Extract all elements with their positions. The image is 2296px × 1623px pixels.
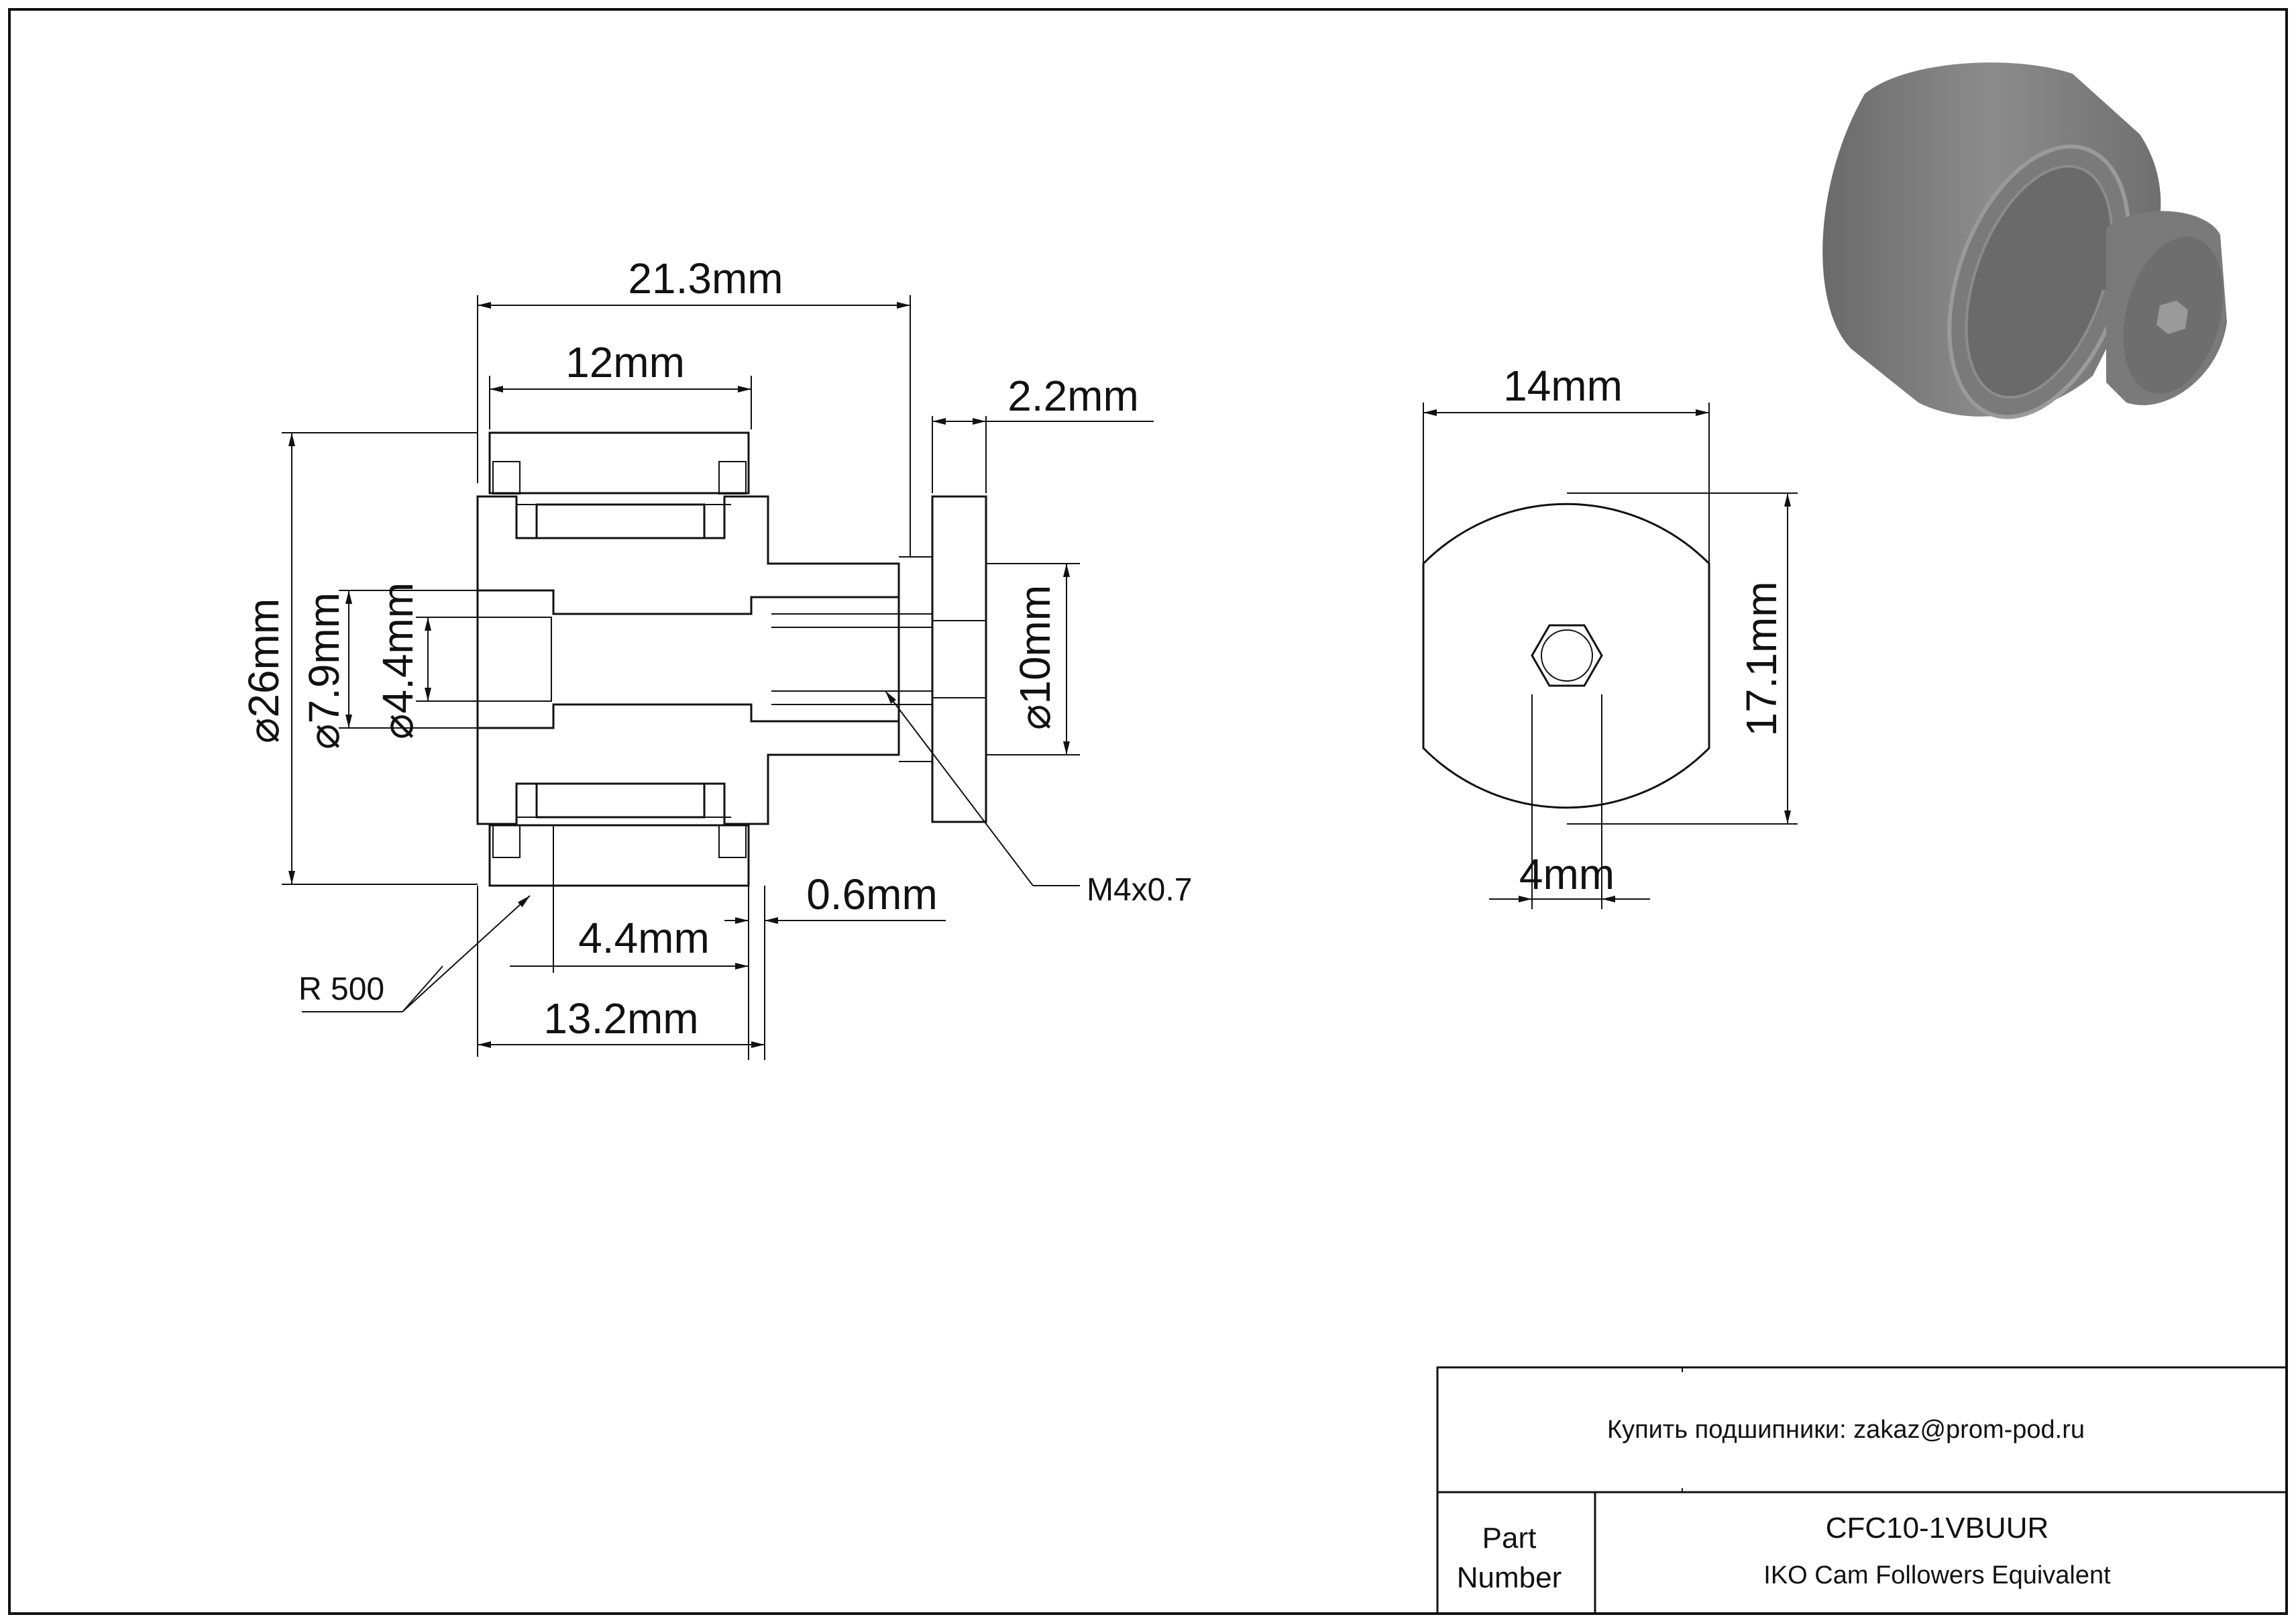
- diameter-symbol: ⌀: [1011, 704, 1059, 731]
- hex-socket-bore: [1541, 629, 1593, 682]
- outer-diameter-value: 26mm: [239, 598, 288, 718]
- stud-shank: [478, 589, 899, 729]
- dim-flat-width: 14mm: [1503, 362, 1623, 410]
- dim-gap: 0.6mm: [806, 870, 938, 919]
- outer-ring-top-section: [488, 431, 750, 494]
- dim-end-height: 17.1mm: [1737, 581, 1786, 736]
- needle-roller-top: [535, 503, 706, 539]
- diameter-symbol: ⌀: [374, 714, 422, 740]
- seal-bottom-left: [492, 825, 521, 858]
- shop-contact-text: Купить подшипники: zakaz@prom-pod.ru: [1607, 1416, 2085, 1444]
- part-label-line2: Number: [1457, 1561, 1562, 1594]
- dim-overall-length: 21.3mm: [628, 254, 783, 303]
- flange-diameter-value: 10mm: [1011, 585, 1059, 704]
- part-number: CFC10-1VBUUR: [1826, 1512, 2049, 1545]
- dim-outer-diameter: ⌀26mm: [239, 598, 288, 743]
- stud-head-outline: [476, 495, 900, 825]
- dim-ring-width: 12mm: [565, 338, 685, 386]
- hex-socket-section: [932, 620, 987, 698]
- isometric-render: [1822, 62, 2227, 419]
- stud-diameter-value: 7.9mm: [300, 592, 348, 724]
- label-radius: R 500: [298, 972, 384, 1007]
- inner-bore: [477, 617, 552, 702]
- dim-flange-offset: 2.2mm: [1007, 372, 1139, 420]
- flange-plate: [931, 495, 987, 823]
- stud-hex-recess: [2156, 301, 2188, 334]
- hex-socket: [1531, 624, 1603, 687]
- diameter-symbol: ⌀: [300, 724, 348, 750]
- dim-hex-size: 4mm: [1519, 850, 1615, 898]
- end-view: 14mm 17.1mm 4mm: [1422, 362, 1798, 909]
- dim-bore-depth: 4.4mm: [578, 914, 710, 962]
- title-block: Купить подшипники: zakaz@prom-pod.ru Par…: [1436, 1366, 2288, 1615]
- dim-head-length: 13.2mm: [543, 994, 698, 1043]
- part-label-line1: Part: [1482, 1522, 1537, 1555]
- bore-diameter-value: 4.4mm: [374, 582, 422, 714]
- outer-ring-bottom-section: [488, 824, 750, 887]
- dim-bore-diameter: ⌀4.4mm: [374, 582, 422, 739]
- seal-top-left: [492, 461, 521, 494]
- diameter-symbol: ⌀: [239, 718, 288, 744]
- sheet-border: [8, 8, 2288, 1615]
- title-block-frame: [1436, 1366, 2288, 1615]
- side-section-view: 21.3mm 12mm 2.2mm ⌀26mm ⌀7.9mm ⌀4.4mm ⌀1…: [239, 254, 1192, 1060]
- dim-stud-diameter: ⌀7.9mm: [300, 592, 348, 749]
- seal-bottom-right: [718, 825, 747, 858]
- end-view-outline: [1422, 503, 1710, 809]
- label-thread: M4x0.7: [1087, 872, 1192, 908]
- seal-top-right: [718, 461, 747, 494]
- needle-roller-bottom: [535, 782, 706, 819]
- dim-flange-diameter: ⌀10mm: [1011, 585, 1059, 730]
- part-description: IKO Cam Followers Equivalent: [1763, 1561, 2111, 1589]
